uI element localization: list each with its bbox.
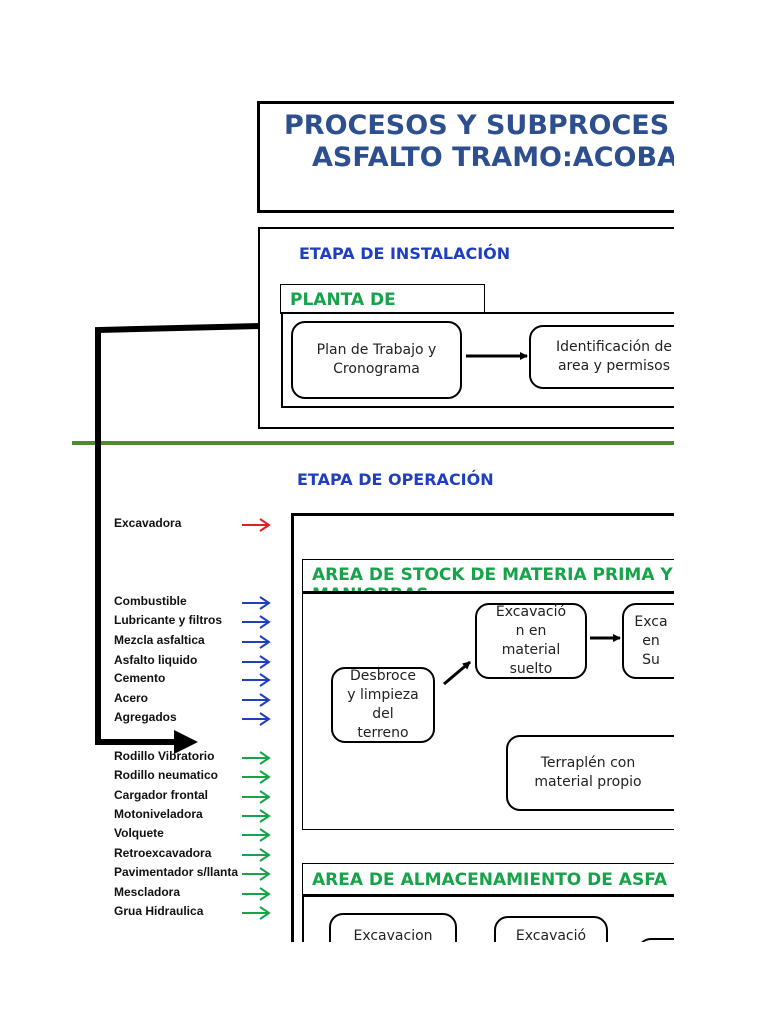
step-storage-excavacion-2: Excavació [494, 916, 608, 942]
input-arrowhead-green-7 [259, 887, 271, 901]
input-arrowhead-green-4 [259, 828, 271, 842]
input-arrowhead-green-1 [259, 770, 271, 784]
input-blue-0: Combustible [114, 594, 187, 608]
stock-area-label: AREA DE STOCK DE MATERIA PRIMA Y MANIOBR… [312, 565, 673, 592]
input-green-3: Motoniveladora [114, 807, 203, 821]
input-arrowhead-green-0 [259, 751, 271, 765]
input-green-1: Rodillo neumatico [114, 768, 219, 782]
step-desbroce: Desbroce y limpieza del terreno [331, 667, 435, 743]
input-arrows [242, 518, 271, 920]
step-terraplen: Terraplén con material propio [506, 735, 674, 811]
installation-stage-label: ETAPA DE INSTALACIÓN [299, 244, 511, 263]
input-arrowhead-green-8 [259, 906, 271, 920]
input-blue-5: Acero [114, 691, 149, 705]
input-arrowhead-blue-3 [259, 655, 271, 669]
input-blue-3: Asfalto liquido [114, 653, 198, 667]
diagram-clip: PROCESOS Y SUBPROCES ASFALTO TRAMO:ACOBA… [72, 101, 674, 942]
main-connector-arrowhead [174, 730, 198, 754]
input-arrowhead-blue-4 [259, 673, 271, 687]
input-blue-6: Agregados [114, 710, 177, 724]
input-arrowhead-green-6 [259, 867, 271, 881]
input-red-0: Excavadora [114, 516, 182, 530]
input-green-8: Grua Hidraulica [114, 904, 204, 918]
title-line-2: ASFALTO TRAMO:ACOBA [312, 142, 674, 173]
input-arrowhead-red-0 [259, 518, 271, 532]
input-green-0: Rodillo Vibratorio [114, 749, 215, 763]
input-green-5: Retroexcavadora [114, 846, 212, 860]
title-frame [257, 101, 674, 213]
connector-layer [72, 323, 674, 920]
input-blue-4: Cemento [114, 671, 166, 685]
arrow-desbroce-to-excavacion [443, 660, 471, 686]
input-arrowhead-blue-1 [259, 615, 271, 629]
input-arrowhead-blue-5 [259, 693, 271, 707]
input-arrowhead-blue-6 [259, 712, 271, 726]
operation-stage-label: ETAPA DE OPERACIÓN [297, 470, 494, 489]
step-identificacion: Identificación de area y permisos [529, 325, 674, 389]
input-arrowhead-green-3 [259, 809, 271, 823]
input-arrowhead-green-2 [259, 790, 271, 804]
step-plan-de-trabajo: Plan de Trabajo y Cronograma [291, 321, 462, 399]
storage-area-label: AREA DE ALMACENAMIENTO DE ASFA [312, 870, 668, 890]
input-arrowhead-blue-0 [259, 596, 271, 610]
input-green-2: Cargador frontal [114, 788, 209, 802]
input-arrowhead-blue-2 [259, 635, 271, 649]
main-connector-line [95, 323, 261, 745]
input-green-7: Mescladora [114, 885, 181, 899]
plant-label: PLANTA DE ASFALTO [290, 290, 396, 313]
input-green-4: Volquete [114, 826, 164, 840]
step-excavacion-material-suelto: Excavació n en material suelto [475, 603, 587, 679]
operation-frame [291, 513, 674, 942]
title-line-1: PROCESOS Y SUBPROCES [284, 110, 670, 141]
stock-area-frame [302, 591, 674, 830]
input-blue-2: Mezcla asfaltica [114, 633, 205, 647]
step-excavacion-roca: Exca en Su [622, 603, 674, 679]
input-green-6: Pavimentador s/llanta [114, 865, 239, 879]
input-blue-1: Lubricante y filtros [114, 613, 223, 627]
storage-area-frame [302, 894, 674, 942]
input-arrowhead-green-5 [259, 848, 271, 862]
plant-inner-frame [281, 312, 674, 408]
step-storage-excavacion: Excavacion [329, 913, 457, 942]
